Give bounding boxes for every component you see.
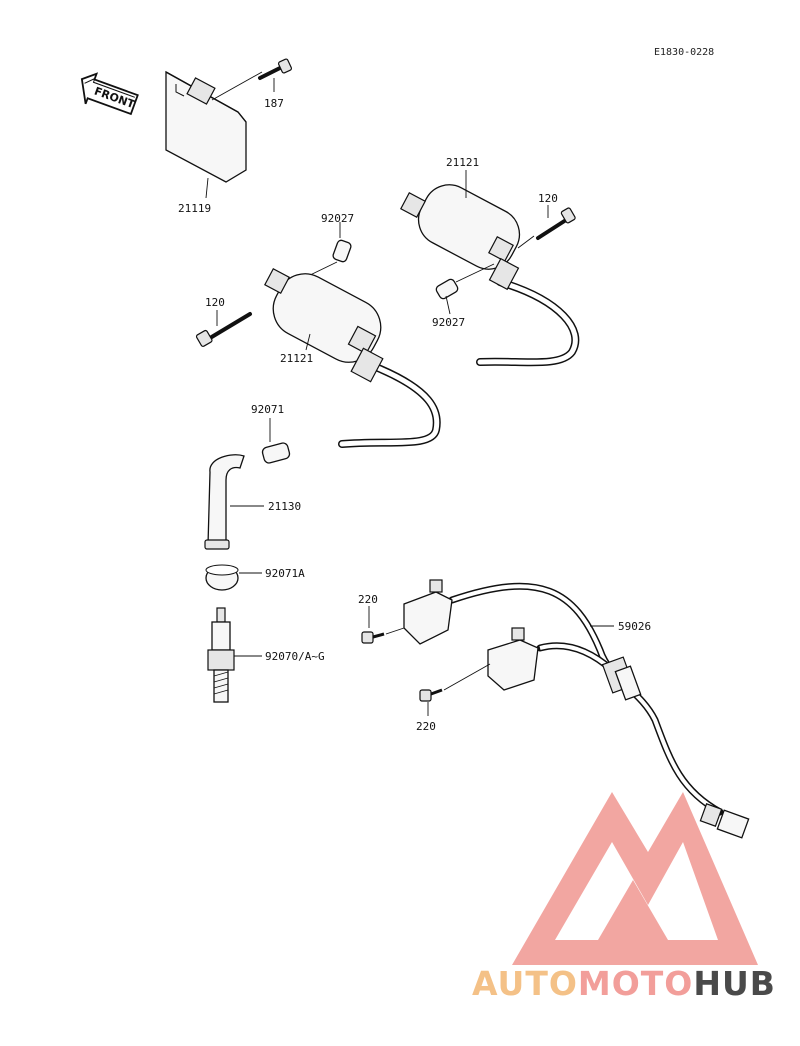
bolt-187 [258, 58, 293, 80]
spark-plug-cap [204, 454, 245, 550]
label-59026: 59026 [618, 620, 651, 633]
label-21130: 21130 [268, 500, 301, 513]
spark-plug [207, 607, 235, 703]
cap-ring-92071A [205, 564, 239, 591]
bolt-120-rear [536, 207, 576, 240]
collar-92027-front [332, 239, 352, 263]
label-21121-front: 21121 [280, 352, 313, 365]
label-120-rear: 120 [538, 192, 558, 205]
ignition-coil-rear [400, 184, 580, 367]
collar-92027-rear [435, 278, 459, 300]
watermark-text: AUTOMOTOHUB [472, 964, 776, 1003]
label-21121-rear: 21121 [446, 156, 479, 169]
pickup-coil-lower [487, 627, 539, 691]
label-220-top: 220 [358, 593, 378, 606]
grommet-92071 [261, 442, 291, 464]
watermark-moto: MOTO [578, 964, 693, 1003]
watermark-hub: HUB [693, 964, 776, 1003]
pickup-coil-upper [403, 579, 453, 645]
watermark-logo [512, 792, 758, 965]
label-187: 187 [264, 97, 284, 110]
screw-220-top [361, 631, 385, 644]
watermark-auto: AUTO [472, 964, 578, 1003]
label-220-bottom: 220 [416, 720, 436, 733]
ignition-coil-front [264, 268, 441, 448]
document-code: E1830-0228 [654, 47, 714, 58]
screw-220-bottom [419, 688, 443, 702]
label-92071A: 92071A [265, 567, 305, 580]
front-arrow-icon: FRONT [80, 72, 139, 116]
label-92070: 92070/A~G [265, 650, 325, 663]
label-92027-rear: 92027 [432, 316, 465, 329]
bolt-120-front [195, 312, 252, 347]
label-92071: 92071 [251, 403, 284, 416]
label-21119: 21119 [178, 202, 211, 215]
label-92027-front: 92027 [321, 212, 354, 225]
label-120-front: 120 [205, 296, 225, 309]
wiring-harness [448, 582, 750, 839]
igniter-unit [165, 70, 247, 183]
